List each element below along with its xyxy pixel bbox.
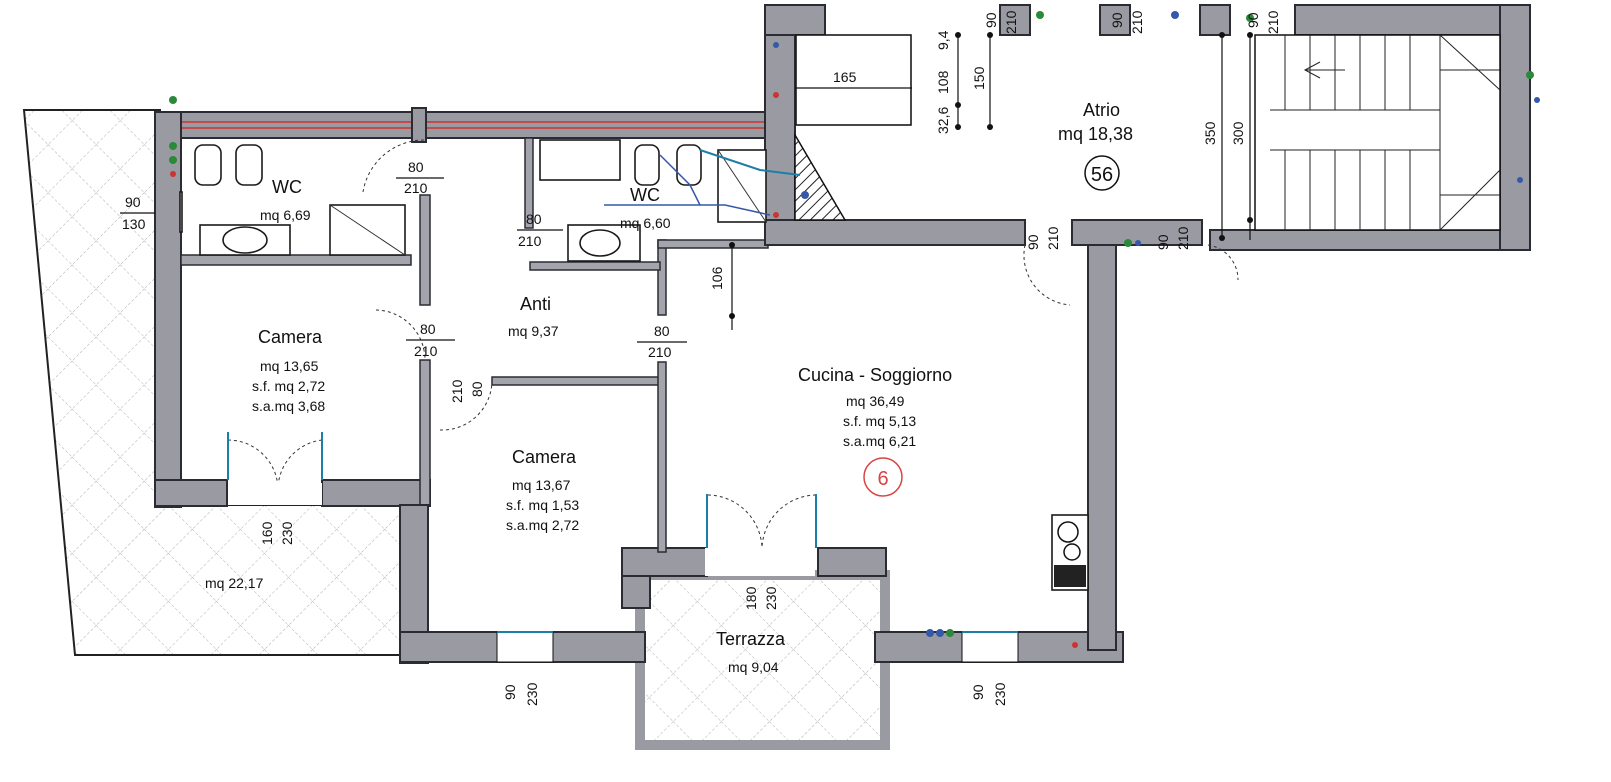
dim-stair-door-w: 90 — [1155, 234, 1171, 250]
dim-300: 300 — [1230, 121, 1246, 145]
dim-cuc-win-w: 90 — [970, 684, 986, 700]
dim-cam2-win-h: 230 — [524, 682, 540, 706]
camera2-sa: s.a.mq 2,72 — [506, 517, 579, 533]
staircase — [794, 34, 1501, 231]
dim-165: 165 — [833, 69, 857, 85]
camera2-sf: s.f. mq 1,53 — [506, 497, 579, 513]
cucina-number: 6 — [877, 468, 888, 490]
dim-wc1-door-h: 210 — [404, 180, 428, 196]
dim-top2-h: 210 — [1129, 10, 1145, 34]
dim-cam2-door-h: 210 — [449, 379, 465, 403]
cucina-area: mq 36,49 — [846, 393, 905, 409]
terrazza-name: Terrazza — [716, 629, 786, 649]
dimension-lines — [120, 35, 1251, 343]
terrazza-area: mq 9,04 — [728, 659, 779, 675]
wc1-area: mq 6,69 — [260, 207, 311, 223]
dim-cuc-win-h: 230 — [992, 682, 1008, 706]
dim-350: 350 — [1202, 121, 1218, 145]
anti-area: mq 9,37 — [508, 323, 559, 339]
camera1-area: mq 13,65 — [260, 358, 319, 374]
dim-wc1-door-w: 80 — [408, 159, 424, 175]
dim-ter-door-h: 230 — [763, 586, 779, 610]
dim-32-6: 32,6 — [935, 107, 951, 134]
dim-106: 106 — [709, 266, 725, 290]
dim-win-h: 130 — [122, 216, 146, 232]
camera1-name: Camera — [258, 327, 323, 347]
dim-cam2-win-w: 90 — [502, 684, 518, 700]
dim-bal-door-h: 230 — [279, 521, 295, 545]
dim-108: 108 — [935, 70, 951, 94]
dim-win-w: 90 — [125, 194, 141, 210]
dim-top2-w: 90 — [1109, 12, 1125, 28]
plumbing-points — [169, 11, 1540, 648]
anti-name: Anti — [520, 294, 551, 314]
balcony-area: mq 22,17 — [205, 575, 264, 591]
atrio-area: mq 18,38 — [1058, 124, 1133, 144]
atrio-name: Atrio — [1083, 100, 1120, 120]
dim-wc2-door-w: 80 — [526, 211, 542, 227]
dim-stair-door-h: 210 — [1175, 226, 1191, 250]
camera1-sf: s.f. mq 2,72 — [252, 378, 325, 394]
wc1-name: WC — [272, 177, 302, 197]
cucina-sf: s.f. mq 5,13 — [843, 413, 916, 429]
dim-cuc-door-w: 80 — [654, 323, 670, 339]
dim-cam1-door-w: 80 — [420, 321, 436, 337]
dim-ter-door-w: 180 — [743, 586, 759, 610]
wc2-name: WC — [630, 185, 660, 205]
dim-cam2-door-w: 80 — [469, 381, 485, 397]
cucina-name: Cucina - Soggiorno — [798, 365, 952, 385]
dim-150: 150 — [971, 66, 987, 90]
dim-top1-h: 210 — [1003, 10, 1019, 34]
dim-top3-h: 210 — [1265, 10, 1281, 34]
dim-9-4: 9,4 — [935, 30, 951, 50]
cucina-sa: s.a.mq 6,21 — [843, 433, 916, 449]
cucina-number-circle — [863, 457, 903, 497]
dim-top3-w: 90 — [1245, 12, 1261, 28]
dim-top1-w: 90 — [983, 12, 999, 28]
balcony-left: mq 22,17 — [22, 109, 401, 656]
camera2-area: mq 13,67 — [512, 477, 571, 493]
dimension-ticks — [729, 32, 1253, 319]
dim-atrio-door-h: 210 — [1045, 226, 1061, 250]
fixtures — [194, 34, 1089, 591]
openings — [227, 432, 1019, 663]
atrio-number-circle — [1084, 155, 1120, 191]
camera1-sa: s.a.mq 3,68 — [252, 398, 325, 414]
dim-wc2-door-h: 210 — [518, 233, 542, 249]
wc2-area: mq 6,60 — [620, 215, 671, 231]
camera2-name: Camera — [512, 447, 577, 467]
door-swings — [227, 139, 1239, 549]
dim-cam1-door-h: 210 — [414, 343, 438, 359]
dim-atrio-door-w: 90 — [1025, 234, 1041, 250]
dim-bal-door-w: 160 — [259, 521, 275, 545]
dim-cuc-door-h: 210 — [648, 344, 672, 360]
atrio-number: 56 — [1091, 164, 1113, 186]
